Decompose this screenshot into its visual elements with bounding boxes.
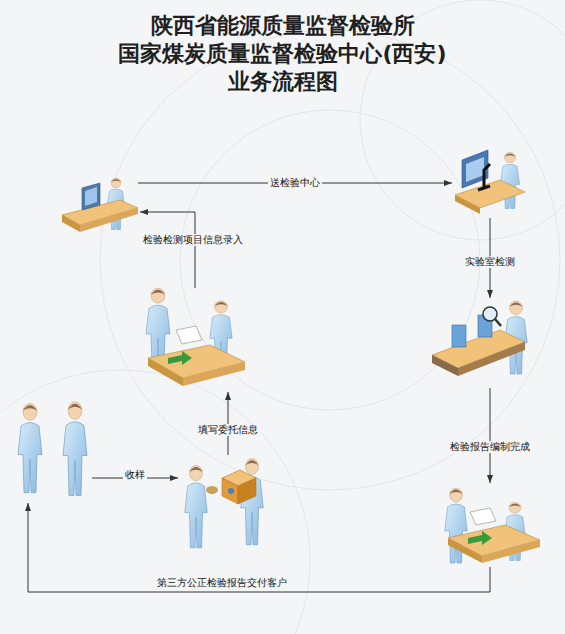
sample-receipt — [185, 458, 263, 547]
flow-arrows — [28, 183, 490, 592]
step-label: 检验报告编制完成 — [448, 441, 532, 453]
step-label: 实验室检测 — [463, 256, 517, 268]
step-label: 填写委托信息 — [196, 424, 260, 436]
step-label: 送检验中心 — [268, 177, 322, 189]
lab-analyst — [455, 150, 525, 214]
step-label: 收样 — [123, 469, 147, 481]
client-handshake — [18, 402, 87, 496]
computer-clerk — [62, 178, 138, 232]
title-block: 陕西省能源质量监督检验所 国家煤炭质量监督检验中心(西安) 业务流程图 — [0, 12, 565, 96]
report-desk — [445, 488, 540, 563]
entrust-desk — [146, 288, 245, 386]
step-label: 第三方公正检验报告交付客户 — [155, 577, 289, 589]
step-label: 检验检测项目信息录入 — [141, 234, 245, 246]
diagram-title: 陕西省能源质量监督检验所 国家煤炭质量监督检验中心(西安) 业务流程图 — [110, 12, 455, 96]
test-line — [432, 301, 527, 376]
